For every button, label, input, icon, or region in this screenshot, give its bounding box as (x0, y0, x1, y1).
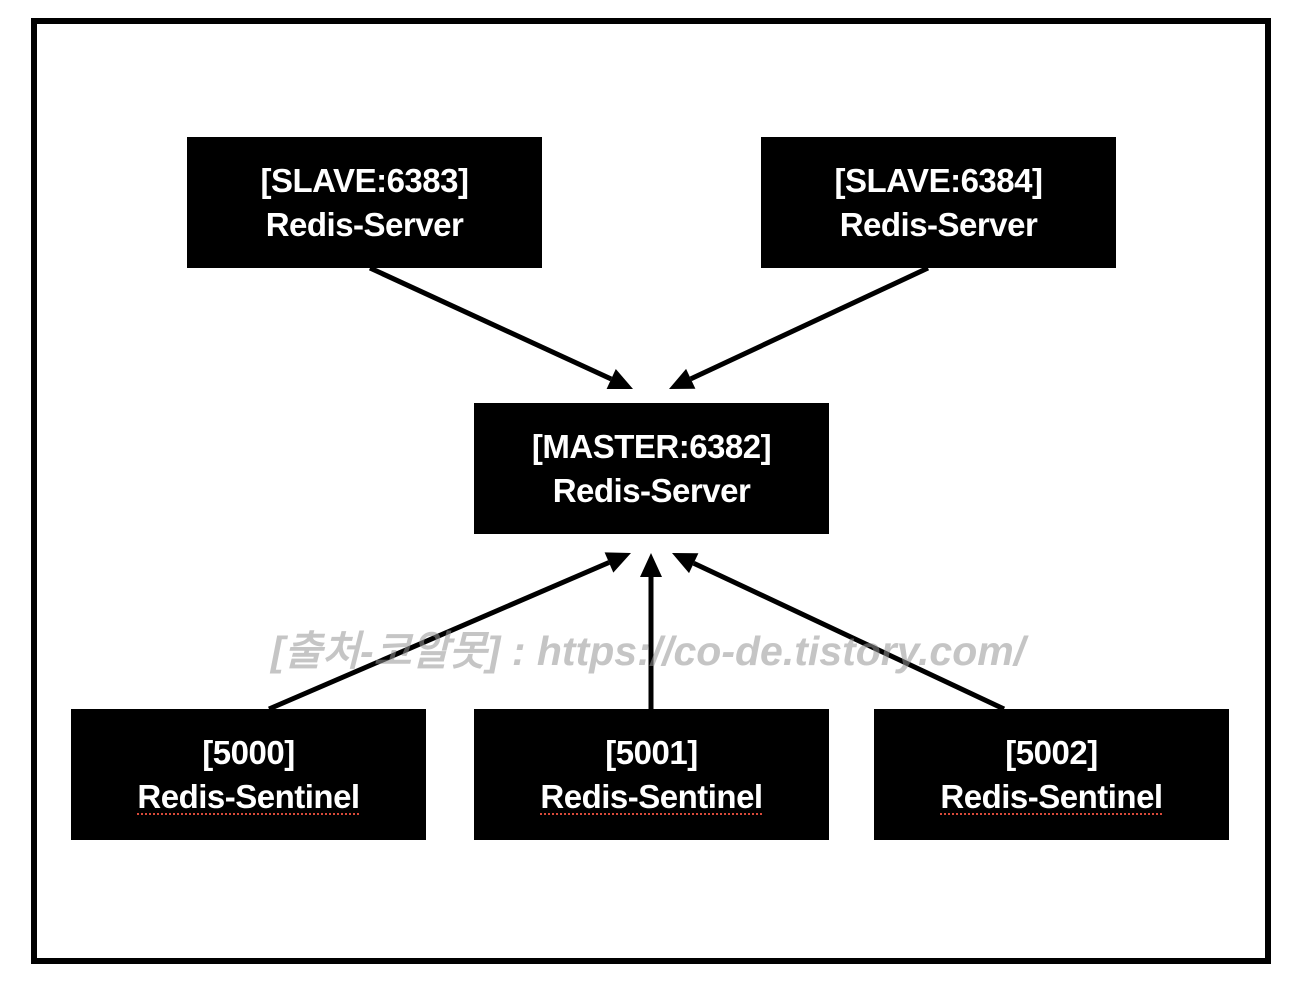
sentinel-5001-port-label: [5001] (605, 733, 698, 771)
master-6382-role-label: Redis-Server (552, 471, 751, 509)
sentinel-5001-node: [5001] Redis-Sentinel (474, 709, 829, 840)
sentinel-5000-port-label: [5000] (202, 733, 295, 771)
sentinel-5000-role-label: Redis-Sentinel (137, 777, 360, 815)
sentinel-5000-node: [5000] Redis-Sentinel (71, 709, 426, 840)
slave-6383-node: [SLAVE:6383] Redis-Server (187, 137, 542, 268)
slave-6384-port-label: [SLAVE:6384] (834, 161, 1043, 199)
sentinel-5002-node: [5002] Redis-Sentinel (874, 709, 1229, 840)
slave-6383-port-label: [SLAVE:6383] (260, 161, 469, 199)
sentinel-5002-port-label: [5002] (1005, 733, 1098, 771)
sentinel-5001-role-label: Redis-Sentinel (540, 777, 763, 815)
master-6382-node: [MASTER:6382] Redis-Server (474, 403, 829, 534)
slave-6383-role-label: Redis-Server (265, 205, 464, 243)
slave-6384-role-label: Redis-Server (839, 205, 1038, 243)
master-6382-port-label: [MASTER:6382] (531, 427, 772, 465)
slave-6384-node: [SLAVE:6384] Redis-Server (761, 137, 1116, 268)
sentinel-5002-role-label: Redis-Sentinel (940, 777, 1163, 815)
